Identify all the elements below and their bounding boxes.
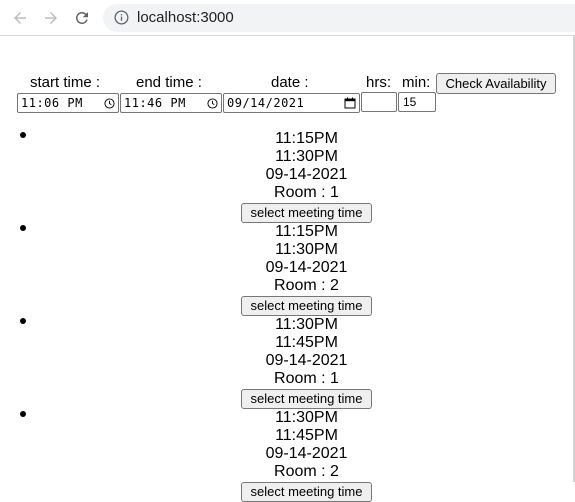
slot-date: 09-14-2021 xyxy=(265,352,348,369)
window-edge xyxy=(573,36,575,482)
arrow-left-icon xyxy=(14,11,26,24)
select-meeting-time-button[interactable]: select meeting time xyxy=(241,482,372,502)
results-list: 11:15PM 11:30PM 09-14-2021 Room : 1 sele… xyxy=(0,130,573,502)
slot-start-time: 11:15PM xyxy=(275,223,338,240)
select-meeting-time-button[interactable]: select meeting time xyxy=(241,203,372,223)
select-meeting-time-button[interactable]: select meeting time xyxy=(241,296,372,316)
end-time-input[interactable]: 11:46 PM xyxy=(120,93,222,113)
start-time-input[interactable]: 11:06 PM xyxy=(17,93,119,113)
end-time-value: 11:46 PM xyxy=(124,96,186,110)
clock-icon[interactable] xyxy=(103,97,115,109)
slot-date: 09-14-2021 xyxy=(265,259,348,276)
slot-start-time: 11:15PM xyxy=(275,130,338,147)
slot-start-time: 11:30PM xyxy=(275,409,338,426)
slot-end-time: 11:45PM xyxy=(275,427,338,444)
url-text: localhost:3000 xyxy=(137,9,234,26)
select-meeting-time-button[interactable]: select meeting time xyxy=(241,389,372,409)
reload-icon xyxy=(75,11,88,24)
bullet-icon xyxy=(20,318,26,324)
hours-input[interactable] xyxy=(361,92,397,112)
bullet-icon xyxy=(20,225,26,231)
list-item: 11:30PM 11:45PM 09-14-2021 Room : 2 sele… xyxy=(0,409,573,502)
slot-date: 09-14-2021 xyxy=(265,445,348,462)
slot-date: 09-14-2021 xyxy=(265,166,348,183)
check-availability-button[interactable]: Check Availability xyxy=(436,73,556,94)
address-bar[interactable]: localhost:3000 xyxy=(103,3,575,32)
slot-end-time: 11:30PM xyxy=(275,241,338,258)
slot-start-time: 11:30PM xyxy=(275,316,338,333)
calendar-icon[interactable] xyxy=(344,97,356,109)
list-item: 11:30PM 11:45PM 09-14-2021 Room : 1 sele… xyxy=(0,316,573,409)
start-time-label: start time : xyxy=(30,74,101,91)
slot-room: Room : 2 xyxy=(274,463,339,480)
back-button[interactable] xyxy=(9,7,31,29)
min-label: min: xyxy=(402,74,431,91)
end-time-label: end time : xyxy=(136,74,202,91)
bullet-icon xyxy=(20,411,26,417)
slot-room: Room : 1 xyxy=(274,184,339,201)
clock-icon[interactable] xyxy=(206,97,218,109)
arrow-right-icon xyxy=(45,11,57,24)
hrs-label: hrs: xyxy=(366,74,392,91)
slot-end-time: 11:30PM xyxy=(275,148,338,165)
date-value: 09/14/2021 xyxy=(227,96,305,110)
info-icon[interactable] xyxy=(113,10,129,26)
date-label: date : xyxy=(271,74,309,91)
slot-end-time: 11:45PM xyxy=(275,334,338,351)
reload-button[interactable] xyxy=(71,7,93,29)
slot-room: Room : 2 xyxy=(274,277,339,294)
forward-button[interactable] xyxy=(40,7,62,29)
start-time-value: 11:06 PM xyxy=(21,96,83,110)
list-item: 11:15PM 11:30PM 09-14-2021 Room : 2 sele… xyxy=(0,223,573,316)
browser-toolbar: localhost:3000 xyxy=(0,0,575,36)
bullet-icon xyxy=(20,132,26,138)
list-item: 11:15PM 11:30PM 09-14-2021 Room : 1 sele… xyxy=(0,130,573,223)
minutes-input[interactable]: 15 xyxy=(398,92,436,112)
slot-room: Room : 1 xyxy=(274,370,339,387)
date-input[interactable]: 09/14/2021 xyxy=(223,93,360,113)
